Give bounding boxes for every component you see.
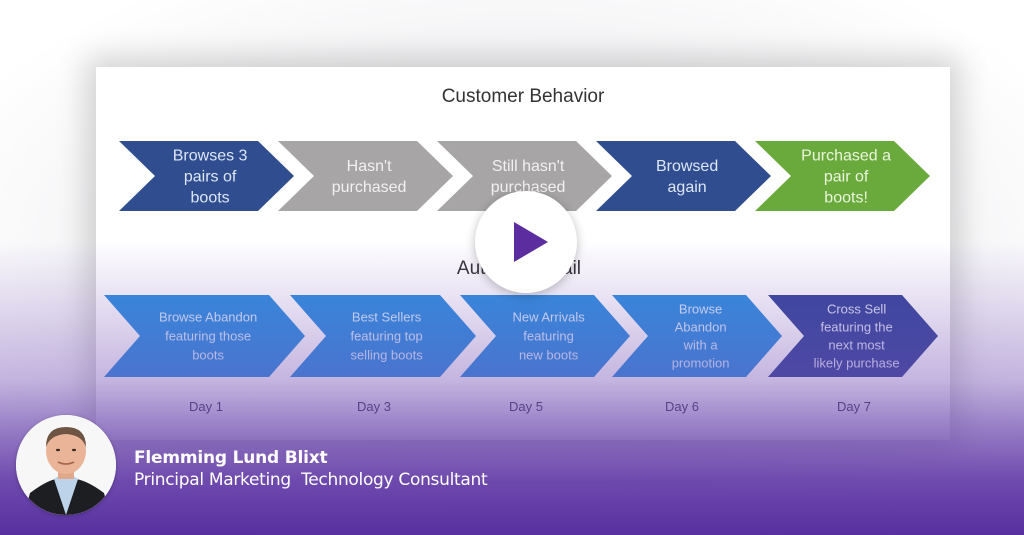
email-step-5-label-line: Cross Sell [827,302,886,317]
behavior-step-2-label-line: Hasn't [347,158,392,175]
email-step-5-label-line: next most [828,338,885,353]
behavior-step-1-label-line: boots [191,190,230,207]
behavior-step-4-label-line: again [668,179,707,196]
email-step-1-label-line: featuring those [165,329,251,344]
behavior-step-2-shape [278,141,453,211]
presenter-name: Flemming Lund Blixt [134,448,328,468]
email-step-4-label-line: Browse [679,302,722,317]
email-step-1-label-line: boots [192,348,224,363]
email-row: Browse Abandon featuring those boots Best S… [104,295,938,377]
behavior-step-4: Browsed again [596,141,771,211]
email-step-4-label-line: with a [683,338,719,353]
email-step-2: Best Sellers featuring top selling boots [290,295,476,377]
email-step-5: Cross Sell featuring the next most likely p… [768,295,938,377]
email-step-4-label-line: Abandon [675,320,727,335]
behavior-step-5: Purchased a pair of boots! [755,141,930,211]
email-step-2-label-line: featuring top [350,329,422,344]
behavior-step-2-label-line: purchased [332,179,407,196]
behavior-step-2: Hasn't purchased [278,141,453,211]
email-step-4-label-line: promotion [672,356,730,371]
behavior-step-1: Browses 3 pairs of boots [119,141,294,211]
email-step-1-label-line: Browse Abandon [159,310,257,325]
person-photo-icon [16,415,116,515]
email-step-3-label-line: New Arrivals [512,310,585,325]
customer-behavior-title: Customer Behavior [442,86,605,107]
play-button[interactable] [475,191,577,293]
behavior-step-1-label-line: Browses 3 [173,148,248,165]
behavior-step-3-label-line: Still hasn't [492,158,565,175]
email-step-2-label-line: selling boots [350,348,423,363]
behavior-step-5-label-line: Purchased a [801,148,891,165]
presenter-role: Principal Marketing Technology Consultan… [134,470,488,490]
email-step-3-label-line: new boots [519,348,579,363]
email-step-3: New Arrivals featuring new boots [460,295,630,377]
behavior-step-1-label-line: pairs of [184,169,237,186]
behavior-step-4-label-line: Browsed [656,158,718,175]
behavior-step-4-shape [596,141,771,211]
play-icon [514,222,548,262]
email-step-1: Browse Abandon featuring those boots [104,295,305,377]
email-step-3-label-line: featuring [523,329,574,344]
behavior-step-5-label-line: pair of [824,169,869,186]
email-step-5-label-line: likely purchase [814,356,900,371]
email-step-2-label-line: Best Sellers [352,310,422,325]
presenter-banner: Flemming Lund Blixt Principal Marketing … [0,400,1024,535]
behavior-step-5-label-line: boots! [824,190,868,207]
avatar [16,415,116,515]
email-step-5-label-line: featuring the [820,320,892,335]
